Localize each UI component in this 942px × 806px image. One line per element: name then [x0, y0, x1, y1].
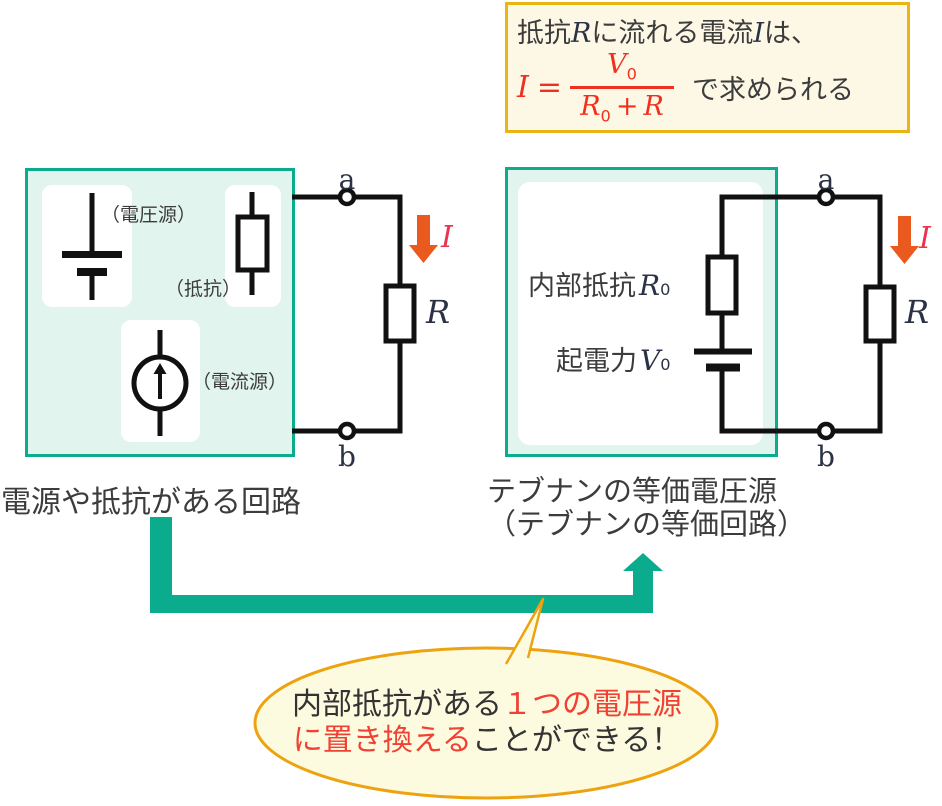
left-load-resistor — [383, 283, 417, 344]
left-terminal-b-label: b — [338, 440, 356, 473]
fraction: V0 R0+R — [570, 49, 674, 126]
formula-intro-pre: 抵抗 — [517, 18, 571, 49]
var-R0-sub: 0 — [600, 106, 611, 126]
var-V0-sub: 0 — [626, 64, 637, 84]
voltage-source-card — [42, 185, 132, 307]
equals-sign: = — [536, 70, 562, 106]
fraction-denominator: R0+R — [580, 91, 664, 126]
thevenin-caption-line1: テブナンの等価電圧源 — [487, 474, 778, 508]
var-R0-label-sub: 0 — [660, 280, 671, 299]
right-terminal-b — [816, 421, 836, 441]
left-circuit-top-wire — [292, 194, 403, 286]
var-I: I — [753, 18, 765, 49]
formula-box: 抵抗Rに流れる電流Iは、 I = V0 R0+R で求められる — [505, 2, 910, 133]
right-terminal-a-label: a — [817, 163, 835, 196]
formula-equation: I = V0 R0+R で求められる — [517, 49, 854, 126]
bubble-line1: 内部抵抗がある１つの電圧源 — [261, 687, 713, 723]
formula-intro-post: は、 — [764, 18, 819, 49]
fraction-numerator: V0 — [607, 49, 637, 84]
thevenin-inner-card — [518, 182, 763, 445]
voltage-source-label: （電圧源） — [101, 204, 197, 226]
var-V0: V — [607, 49, 627, 80]
formula-intro-mid: に流れる電流 — [591, 18, 754, 49]
internal-resistance-label: 内部抵抗 — [528, 271, 636, 302]
equation-lhs: I — [517, 70, 529, 106]
speech-bubble-tail — [504, 597, 545, 665]
left-terminal-b — [337, 421, 357, 441]
left-current-label: I — [441, 220, 453, 255]
bubble-line2: に置き換えることができる！ — [261, 723, 713, 759]
bubble-line2-red: に置き換える — [292, 723, 472, 758]
left-current-arrow — [409, 215, 438, 263]
left-load-resistor-label: R — [426, 293, 451, 331]
var-R2: R — [643, 91, 664, 123]
right-terminal-b-label: b — [817, 440, 835, 473]
formula-suffix: で求められる — [692, 75, 854, 107]
current-source-card — [121, 320, 200, 442]
source-circuit-caption: 電源や抵抗がある回路 — [1, 485, 301, 520]
var-V0-label: V — [640, 344, 661, 377]
fraction-bar — [570, 86, 674, 90]
var-R0-label: R — [639, 269, 661, 302]
right-current-arrow — [890, 216, 919, 264]
current-source-label: （電流源） — [192, 371, 288, 393]
right-current-label: I — [919, 221, 931, 256]
resistor-label: （抵抗） — [165, 278, 242, 300]
bubble-text: 内部抵抗がある１つの電圧源 に置き換えることができる！ — [261, 687, 713, 759]
right-load-resistor-label: R — [905, 293, 930, 331]
var-V0-label-sub: 0 — [660, 355, 671, 374]
left-terminal-a-label: a — [338, 163, 356, 196]
plus-sign: + — [615, 91, 639, 123]
bubble-line2-black: ことができる！ — [471, 723, 682, 758]
emf-label: 起電力 — [556, 346, 637, 377]
right-load-resistor — [863, 284, 897, 344]
bubble-line1-black: 内部抵抗がある — [292, 687, 502, 722]
thevenin-caption-line2: （テブナンの等価回路） — [487, 507, 807, 541]
var-R: R — [571, 18, 592, 49]
left-circuit-bottom-wire — [292, 341, 403, 434]
var-R0: R — [580, 91, 601, 123]
thevenin-caption: テブナンの等価電圧源 （テブナンの等価回路） — [487, 475, 806, 541]
formula-intro-line: 抵抗Rに流れる電流Iは、 — [517, 11, 818, 50]
bubble-line1-red: １つの電圧源 — [502, 687, 682, 722]
